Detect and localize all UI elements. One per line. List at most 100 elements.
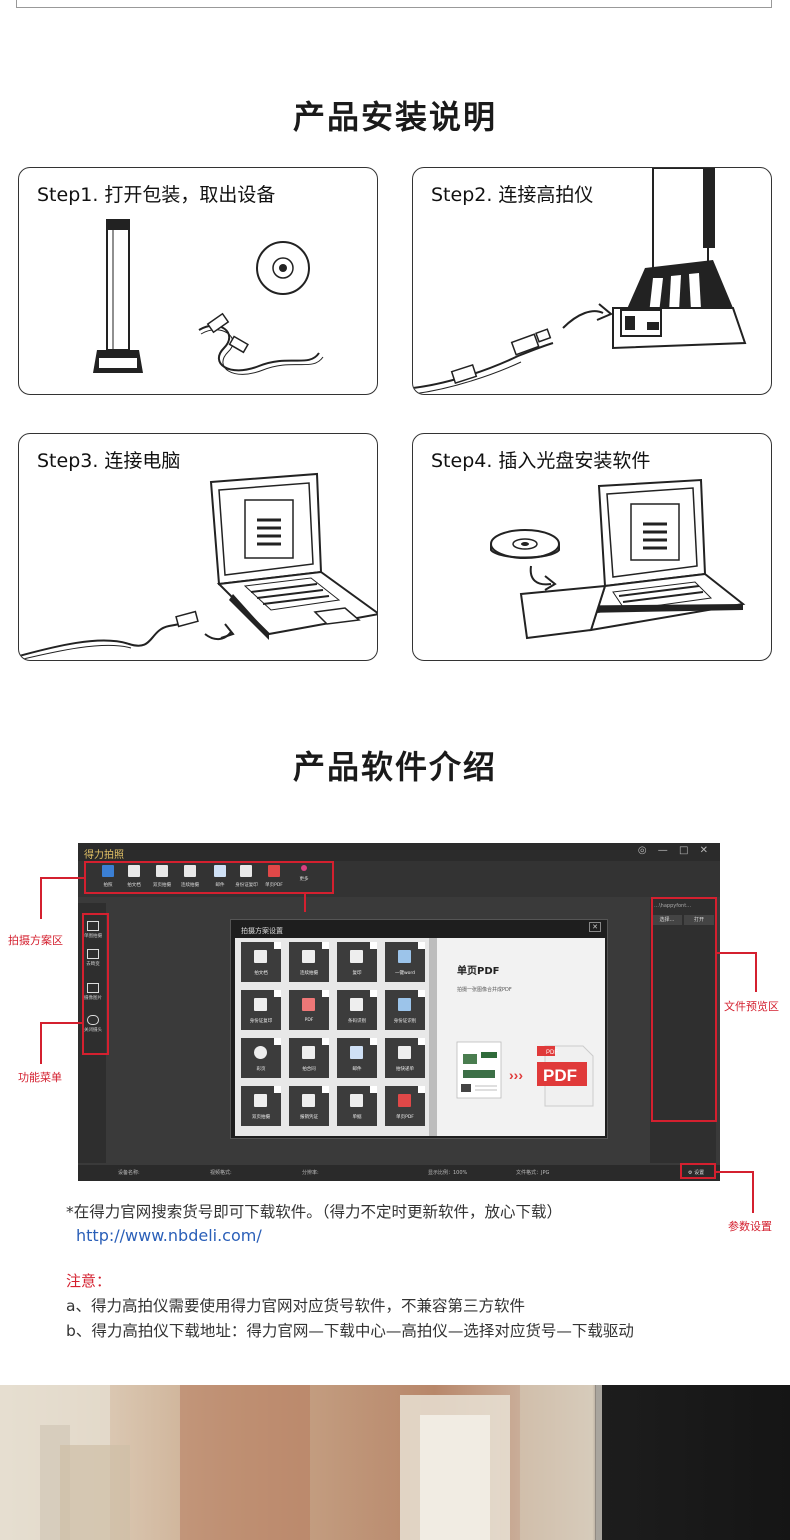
toolbar-item-photo[interactable]: 拍照 (96, 865, 120, 888)
bottom-lifestyle-photo (0, 1385, 790, 1540)
file-preview-panel: …\happyfont… 选择… 打开 (650, 899, 716, 1163)
top-frame-edge (16, 0, 772, 8)
toolbar-highlight (84, 861, 334, 894)
checkbox-icon (274, 1086, 281, 1093)
settings-highlight (680, 1163, 716, 1179)
status-resolution: 分辨率: (302, 1170, 319, 1176)
voucher-icon (302, 1094, 315, 1107)
tile-id-recognize[interactable]: 身份证识别 (385, 990, 425, 1030)
left-menu-highlight (82, 913, 109, 1055)
app-titlebar: 得力拍照 ◎ — □ ✕ (78, 843, 720, 861)
tile-mail[interactable]: 邮件 (337, 1038, 377, 1078)
nav-item-dewarp[interactable]: 去畸变 (82, 949, 104, 967)
step1-illustration (93, 219, 324, 375)
checkbox-icon (322, 1086, 329, 1093)
id-card-icon (398, 998, 411, 1011)
checkbox-icon (322, 990, 329, 997)
toolbar-item-mail[interactable]: 邮件 (208, 865, 232, 888)
connector-menu-h (40, 1022, 82, 1024)
settings-button[interactable]: ⚙ 设置 (688, 1170, 705, 1176)
status-video-format: 视频格式: (210, 1170, 232, 1176)
toolbar-item-id-copy[interactable]: 身份证复印 (234, 865, 258, 888)
scheme-detail-title: 单页PDF (457, 966, 500, 977)
download-note: *在得力官网搜索货号即可下载软件。（得力不定时更新软件，放心下载） (66, 1203, 563, 1221)
status-file-format: 文件格式：JPG (516, 1170, 550, 1176)
preview-select-tab[interactable]: 选择… (652, 915, 682, 925)
tile-express[interactable]: 拍快递单 (385, 1038, 425, 1078)
tile-double-page[interactable]: 双页拍摄 (241, 1086, 281, 1126)
tile-copy[interactable]: 复印 (337, 942, 377, 982)
checkbox-icon (274, 942, 281, 949)
checkbox-icon (418, 990, 425, 997)
scheme-detail-panel: 单页PDF 拍摄一张图像合并成PDF PDF PDF ››› (437, 938, 605, 1136)
checkbox-icon (370, 1038, 377, 1045)
scheme-detail-desc: 拍摄一张图像合并成PDF (457, 987, 512, 993)
download-link[interactable]: http://www.nbdeli.com/ (76, 1226, 262, 1245)
toolbar-item-single-pdf[interactable]: 单页PDF (262, 865, 286, 888)
checkbox-icon (370, 942, 377, 949)
barcode-icon (350, 998, 363, 1011)
camera-icon (102, 865, 114, 877)
toolbar-item-document[interactable]: 拍文档 (122, 865, 146, 888)
contract-icon (302, 1046, 315, 1059)
pdf-icon (398, 1094, 411, 1107)
arrow-glyphs: ››› (509, 1067, 523, 1083)
scheme-settings-dialog: 拍摄方案设置 ✕ 拍文档 连续拍摄 复印 一键word 身份证复印 PDF 条码… (230, 919, 608, 1139)
step-card-3: Step3. 连接电脑 (18, 433, 378, 661)
toolbar-item-double-page[interactable]: 双页拍摄 (150, 865, 174, 888)
lifestyle-photo-illustration (0, 1385, 790, 1540)
nav-item-camera-image[interactable]: 摄像图片 (82, 983, 104, 1001)
dialog-scrollbar[interactable] (429, 938, 437, 1136)
tile-id-copy[interactable]: 身份证复印 (241, 990, 281, 1030)
checkbox-icon (322, 942, 329, 949)
tile-receipt[interactable]: 单据 (337, 1086, 377, 1126)
webcam-icon (87, 1015, 99, 1025)
toolbar: 拍照 拍文档 双页拍摄 连续拍摄 邮件 身份证复印 单页PDF 更多 (78, 861, 720, 897)
checkbox-icon (418, 942, 425, 949)
status-zoom: 显示比例：100% (428, 1170, 468, 1176)
nav-item-single-shot[interactable]: 单图拍摄 (82, 921, 104, 939)
tile-document[interactable]: 拍文档 (241, 942, 281, 982)
continuous-icon (302, 950, 315, 963)
step4-label: Step4. 插入光盘安装软件 (431, 450, 651, 472)
image-icon (87, 921, 99, 931)
double-page-icon (156, 865, 168, 877)
status-device: 设备名称: (118, 1170, 140, 1176)
printer-icon (350, 950, 363, 963)
preview-open-tab[interactable]: 打开 (684, 915, 714, 925)
dialog-close-button[interactable]: ✕ (589, 922, 601, 932)
callout-scheme-area: 拍摄方案区 (8, 934, 63, 947)
pdf-badge-label: PDF (546, 1050, 558, 1056)
pdf-merge-illustration: PDF PDF ››› (456, 1041, 594, 1107)
tile-continuous[interactable]: 连续拍摄 (289, 942, 329, 982)
window-controls[interactable]: ◎ — □ ✕ (637, 845, 712, 856)
checkbox-icon (370, 990, 377, 997)
attention-title: 注意： (66, 1272, 112, 1290)
toolbar-item-more[interactable]: 更多 (292, 865, 316, 882)
tile-barcode[interactable]: 条码识别 (337, 990, 377, 1030)
more-icon (301, 865, 307, 871)
status-bar: 设备名称: 视频格式: 分辨率: 显示比例：100% 文件格式：JPG ⚙ 设置 (78, 1165, 720, 1181)
tile-single-pdf[interactable]: 单页PDF (385, 1086, 425, 1126)
checkbox-icon (370, 1086, 377, 1093)
step3-label: Step3. 连接电脑 (37, 450, 181, 472)
tile-voucher[interactable]: 报销凭证 (289, 1086, 329, 1126)
tile-color-page[interactable]: 彩页 (241, 1038, 281, 1078)
tile-pdf[interactable]: PDF (289, 990, 329, 1030)
connector-settings-v (752, 1171, 754, 1213)
step3-illustration (19, 472, 377, 660)
step2-label: Step2. 连接高拍仪 (431, 184, 594, 206)
connector-scheme-v (40, 877, 42, 919)
step-card-4: Step4. 插入光盘安装软件 (412, 433, 772, 661)
checkbox-icon (274, 990, 281, 997)
software-section-title: 产品软件介绍 (292, 748, 497, 786)
tile-contract[interactable]: 拍合同 (289, 1038, 329, 1078)
checkbox-icon (274, 1038, 281, 1045)
document-icon (128, 865, 140, 877)
continuous-icon (184, 865, 196, 877)
connector-toolbar (304, 894, 306, 912)
toolbar-item-continuous[interactable]: 连续拍摄 (178, 865, 202, 888)
tile-word[interactable]: 一键word (385, 942, 425, 982)
nav-item-close-camera[interactable]: 关闭摄头 (82, 1015, 104, 1033)
double-page-icon (254, 1094, 267, 1107)
